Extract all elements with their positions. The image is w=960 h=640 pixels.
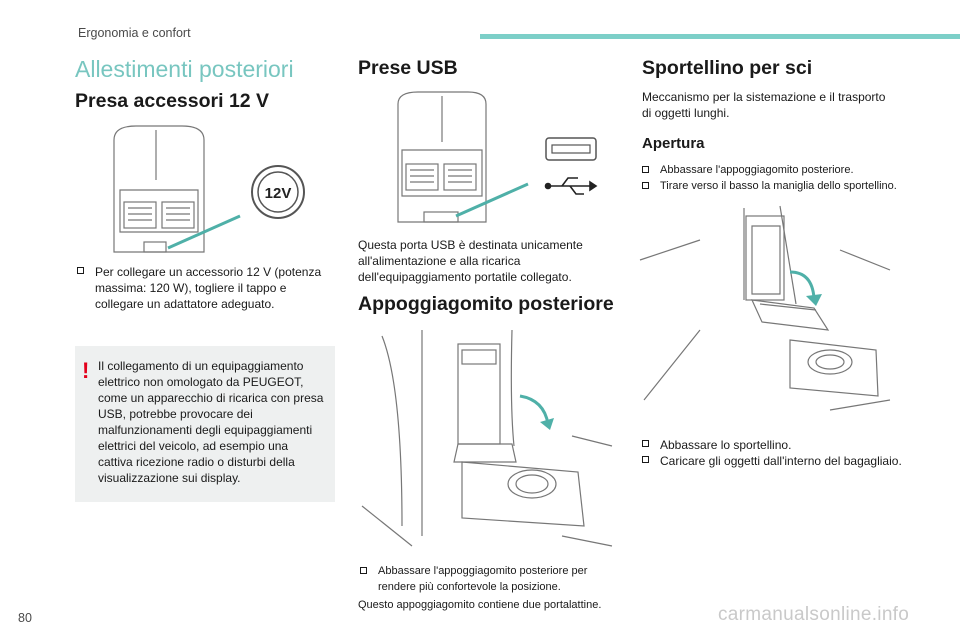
armrest-bullet-text: Abbassare l'appoggiagomito posteriore pe… — [378, 565, 588, 593]
socket-badge-text: 12V — [265, 185, 292, 202]
armrest-note: Questo appoggiagomito contiene due porta… — [358, 599, 602, 611]
after-steps: Abbassare lo sportellino. Caricare gli o… — [642, 437, 902, 469]
bullet-marker-icon — [642, 181, 649, 189]
opening-step-2: Tirare verso il basso la maniglia dello … — [660, 179, 897, 192]
ski-intro: Meccanismo per la sistemazione e il tras… — [642, 90, 886, 120]
ski-intro-block: Meccanismo per la sistemazione e il tras… — [642, 89, 897, 121]
bullet-marker-icon — [360, 567, 367, 574]
arrow-icon — [789, 270, 816, 299]
armrest-title: Appoggiagomito posteriore — [358, 293, 614, 315]
header-accent-bar — [480, 34, 960, 39]
bullet-marker-icon — [77, 267, 84, 274]
after-step-2: Caricare gli oggetti dall'interno del ba… — [660, 454, 902, 468]
chapter-label: Ergonomia e confort — [78, 26, 191, 40]
watermark: carmanualsonline.info — [718, 604, 910, 625]
usb-symbol-icon — [544, 177, 598, 195]
usb-text-block: Questa porta USB è destinata unicamente … — [358, 237, 608, 285]
armrest-bullet: Abbassare l'appoggiagomito posteriore pe… — [360, 564, 610, 595]
usb-illustration — [397, 91, 598, 223]
page-number: 80 — [18, 611, 32, 625]
warning-text: Il collegamento di un equipaggiamento el… — [98, 359, 324, 485]
after-step-1: Abbassare lo sportellino. — [660, 438, 792, 452]
warning-box — [75, 346, 335, 502]
opening-title: Apertura — [642, 135, 705, 152]
ski-hatch-illustration — [639, 205, 891, 411]
socket-title: Presa accessori 12 V — [75, 90, 270, 112]
socket-illustration: 12V — [113, 125, 305, 253]
socket-bullet: Per collegare un accessorio 12 V (potenz… — [77, 264, 332, 312]
usb-title: Prese USB — [358, 57, 458, 79]
bullet-marker-icon — [642, 440, 649, 447]
arrow-icon — [519, 394, 550, 425]
section-title: Allestimenti posteriori — [75, 56, 294, 82]
ski-title: Sportellino per sci — [642, 57, 813, 79]
bullet-marker-icon — [642, 166, 649, 173]
socket-bullet-text: Per collegare un accessorio 12 V (potenz… — [95, 265, 322, 311]
warning-icon: ! — [82, 358, 90, 383]
opening-steps: Abbassare l'appoggiagomito posteriore. T… — [642, 163, 912, 194]
armrest-illustration — [361, 329, 613, 547]
bullet-marker-icon — [642, 456, 649, 463]
usb-text: Questa porta USB è destinata unicamente … — [358, 238, 583, 284]
armrest-note-block: Questo appoggiagomito contiene due porta… — [358, 598, 628, 613]
opening-step-1: Abbassare l'appoggiagomito posteriore. — [660, 164, 854, 176]
